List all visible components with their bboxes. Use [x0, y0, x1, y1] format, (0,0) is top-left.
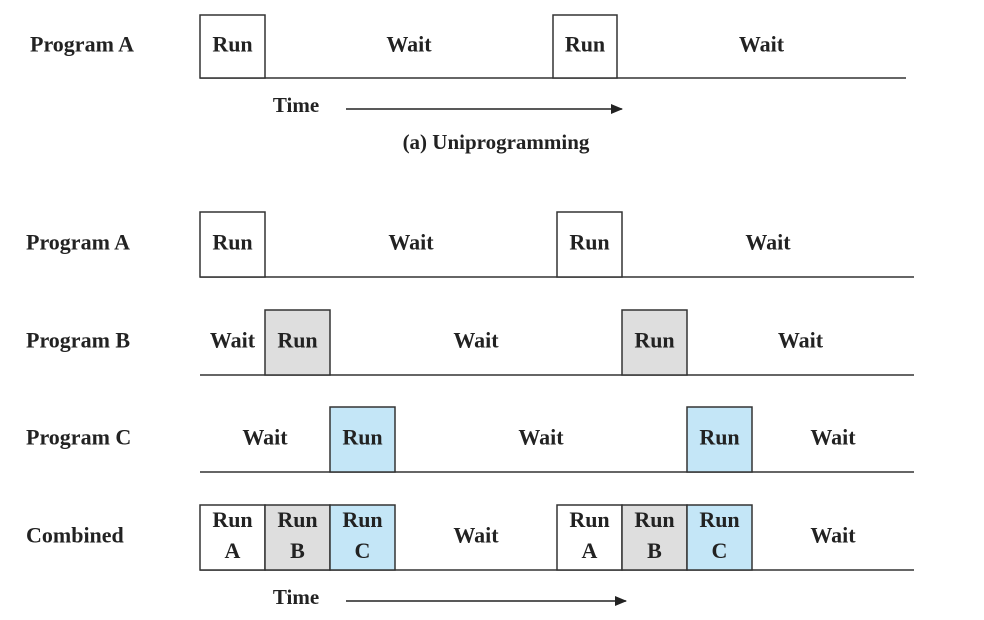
- run-block: [556, 211, 623, 278]
- wait-label: Wait: [518, 425, 564, 450]
- run-block: [329, 406, 396, 473]
- run-block: [264, 309, 331, 376]
- multiprogramming-row-program-c: Program C Wait Run Wait Run Wait: [26, 406, 914, 473]
- wait-label: Wait: [778, 328, 824, 353]
- run-label: Run: [634, 328, 674, 353]
- multiprogramming-row-program-b: Program B Wait Run Wait Run Wait: [26, 309, 914, 376]
- run-label: B: [290, 538, 305, 563]
- wait-label: Wait: [739, 32, 785, 57]
- wait-label: Wait: [242, 425, 288, 450]
- uniprogramming-caption: (a) Uniprogramming: [403, 130, 590, 154]
- run-block: [329, 504, 396, 571]
- run-block: [552, 14, 618, 79]
- run-label: Run: [569, 230, 609, 255]
- run-label: Run: [212, 507, 252, 532]
- row-label: Program A: [26, 230, 130, 255]
- run-block: [199, 14, 266, 79]
- run-block: [686, 504, 753, 571]
- run-label: Run: [342, 425, 382, 450]
- run-block: [199, 504, 266, 571]
- uniprogramming-time-label: Time: [273, 93, 319, 117]
- run-label: C: [355, 538, 371, 563]
- wait-label: Wait: [745, 230, 791, 255]
- run-label: Run: [699, 425, 739, 450]
- run-block: [264, 504, 331, 571]
- run-label: Run: [569, 507, 609, 532]
- row-label: Combined: [26, 523, 124, 548]
- run-block: [556, 504, 623, 571]
- run-label: B: [647, 538, 662, 563]
- uniprogramming-timelines: Program A Run Wait Run Wait: [30, 14, 906, 79]
- row-label: Program B: [26, 328, 130, 353]
- wait-label: Wait: [453, 328, 499, 353]
- row-label: Program A: [30, 32, 134, 57]
- run-label: Run: [699, 507, 739, 532]
- run-block: [686, 406, 753, 473]
- wait-label: Wait: [210, 328, 256, 353]
- wait-label: Wait: [386, 32, 432, 57]
- wait-label: Wait: [810, 425, 856, 450]
- row-label: Program C: [26, 425, 131, 450]
- wait-label: Wait: [810, 523, 856, 548]
- run-label: Run: [565, 32, 605, 57]
- run-label: Run: [342, 507, 382, 532]
- run-label: Run: [212, 230, 252, 255]
- run-block: [621, 309, 688, 376]
- run-label: Run: [212, 32, 252, 57]
- multiprogramming-row-program-a: Program A Run Wait Run Wait: [26, 211, 914, 278]
- run-label: A: [225, 538, 241, 563]
- run-block: [621, 504, 688, 571]
- run-label: Run: [277, 328, 317, 353]
- run-label: Run: [277, 507, 317, 532]
- wait-label: Wait: [453, 523, 499, 548]
- uniprogramming-row-program-a: Program A Run Wait Run Wait: [30, 14, 906, 79]
- run-label: Run: [634, 507, 674, 532]
- run-label: A: [582, 538, 598, 563]
- multiprogramming-time-label: Time: [273, 585, 319, 609]
- uniprogramming-section: Program A Run Wait Run Wait Time (a) Uniprog…: [30, 14, 906, 154]
- run-label: C: [712, 538, 728, 563]
- wait-label: Wait: [388, 230, 434, 255]
- run-block: [199, 211, 266, 278]
